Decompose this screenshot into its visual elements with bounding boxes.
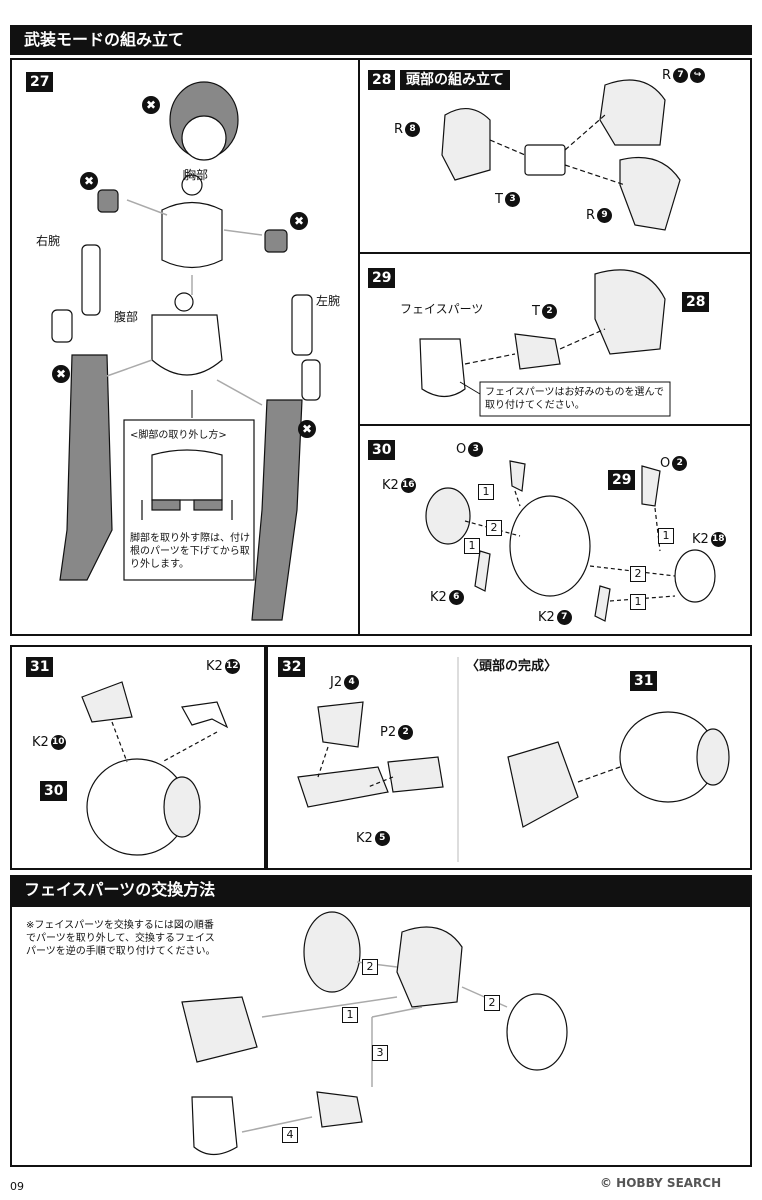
ref-step-31: 31 bbox=[630, 671, 658, 691]
head-assembly-illustration bbox=[441, 79, 681, 231]
order-box: 1 bbox=[630, 594, 646, 610]
step-number: 30 bbox=[368, 440, 396, 460]
face-swap-note: ※フェイスパーツを交換するには図の順番でパーツを取り外して、交換するフェイスパー… bbox=[26, 920, 216, 957]
head-cover-illustration bbox=[81, 681, 229, 856]
head-complete-title: 〈頭部の完成〉 bbox=[466, 659, 558, 674]
step-number: 27 bbox=[26, 72, 54, 92]
section-title-armed-mode: 武装モードの組み立て bbox=[10, 25, 752, 55]
label-left-arm: 左腕 bbox=[316, 294, 341, 308]
leg-box-note: 脚部を取り外す際は、付け根のパーツを下げてから取り外します。 bbox=[130, 533, 250, 570]
page-number: 09 bbox=[10, 1180, 24, 1193]
label-abdomen: 腹部 bbox=[114, 310, 139, 324]
leg-box-title: <脚部の取り外し方> bbox=[130, 430, 227, 441]
no-glue-mark-left-leg: ✖ bbox=[298, 420, 316, 438]
section-title-face-swap: フェイスパーツの交換方法 bbox=[10, 875, 752, 905]
no-glue-mark-right-leg: ✖ bbox=[52, 365, 70, 383]
step-title: 頭部の組み立て bbox=[400, 70, 510, 90]
paint-icon: ↪ bbox=[690, 68, 706, 83]
order-box: 3 bbox=[372, 1045, 388, 1061]
face-attach-illustration bbox=[419, 269, 671, 417]
order-box: 4 bbox=[282, 1127, 298, 1143]
order-box: 1 bbox=[478, 484, 494, 500]
step-number: 28 bbox=[368, 70, 396, 90]
order-box: 1 bbox=[658, 528, 674, 544]
ref-step-28: 28 bbox=[682, 292, 710, 312]
watermark: © HOBBY SEARCH bbox=[600, 1176, 722, 1190]
ear-parts-illustration bbox=[425, 460, 716, 622]
face-choice-note: フェイスパーツはお好みのものを選んで取り付けてください。 bbox=[485, 387, 664, 411]
order-box: 2 bbox=[630, 566, 646, 582]
order-box: 1 bbox=[342, 1007, 358, 1023]
no-glue-mark-head: ✖ bbox=[142, 96, 160, 114]
label-face-parts: フェイスパーツ bbox=[400, 302, 484, 316]
label-right-arm: 右腕 bbox=[36, 234, 61, 248]
order-box: 2 bbox=[362, 959, 378, 975]
order-box: 2 bbox=[484, 995, 500, 1011]
panel-step-27: 27 ✖ ✖ ✖ bbox=[10, 58, 360, 636]
no-glue-mark-right-arm: ✖ bbox=[80, 172, 98, 190]
order-box: 2 bbox=[486, 520, 502, 536]
no-glue-mark-left-arm: ✖ bbox=[290, 212, 308, 230]
ref-step-30: 30 bbox=[40, 781, 68, 801]
body-parts-illustration bbox=[51, 81, 321, 621]
face-swap-illustration bbox=[181, 911, 568, 1156]
visor-illustration bbox=[297, 657, 730, 862]
order-box: 1 bbox=[464, 538, 480, 554]
panel-face-swap: ※フェイスパーツを交換するには図の順番でパーツを取り外して、交換するフェイスパー… bbox=[10, 905, 752, 1167]
step-number: 32 bbox=[278, 657, 306, 677]
label-chest: 胸部 bbox=[184, 168, 209, 182]
ref-step-29: 29 bbox=[608, 470, 636, 490]
step-number: 29 bbox=[368, 268, 396, 288]
step-number: 31 bbox=[26, 657, 54, 677]
